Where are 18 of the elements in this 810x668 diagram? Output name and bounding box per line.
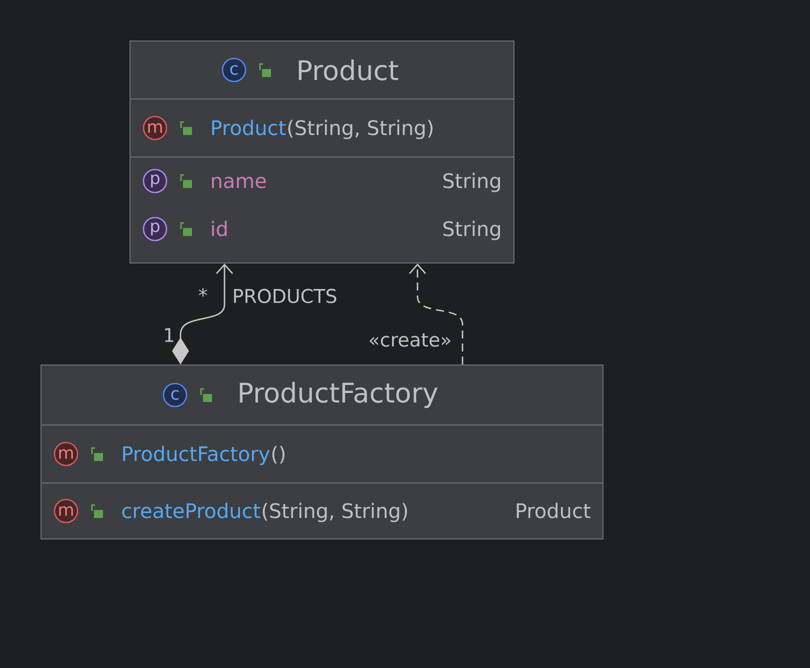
multiplicity-label: * bbox=[198, 288, 208, 297]
method-name: ProductFactory bbox=[123, 446, 270, 466]
parameter-list: () bbox=[272, 446, 284, 464]
class-name: Product bbox=[298, 60, 398, 80]
field-name: id bbox=[212, 220, 227, 236]
arrow bbox=[408, 264, 464, 364]
type-name: String bbox=[443, 220, 500, 240]
parameter-list: (String, String) bbox=[262, 502, 408, 522]
class-name: ProductFactory bbox=[240, 382, 438, 408]
method-name: createProduct bbox=[122, 502, 260, 518]
parameter-list: (String, String) bbox=[288, 120, 433, 140]
edge-label: PRODUCTS bbox=[231, 288, 338, 304]
edge-label: «create» bbox=[367, 332, 453, 348]
field-name: name bbox=[212, 176, 266, 188]
method-name: Product bbox=[212, 120, 286, 136]
type-name: String bbox=[443, 172, 500, 192]
multiplicity-label: 1 bbox=[165, 328, 174, 342]
type-name: Product bbox=[516, 502, 590, 518]
